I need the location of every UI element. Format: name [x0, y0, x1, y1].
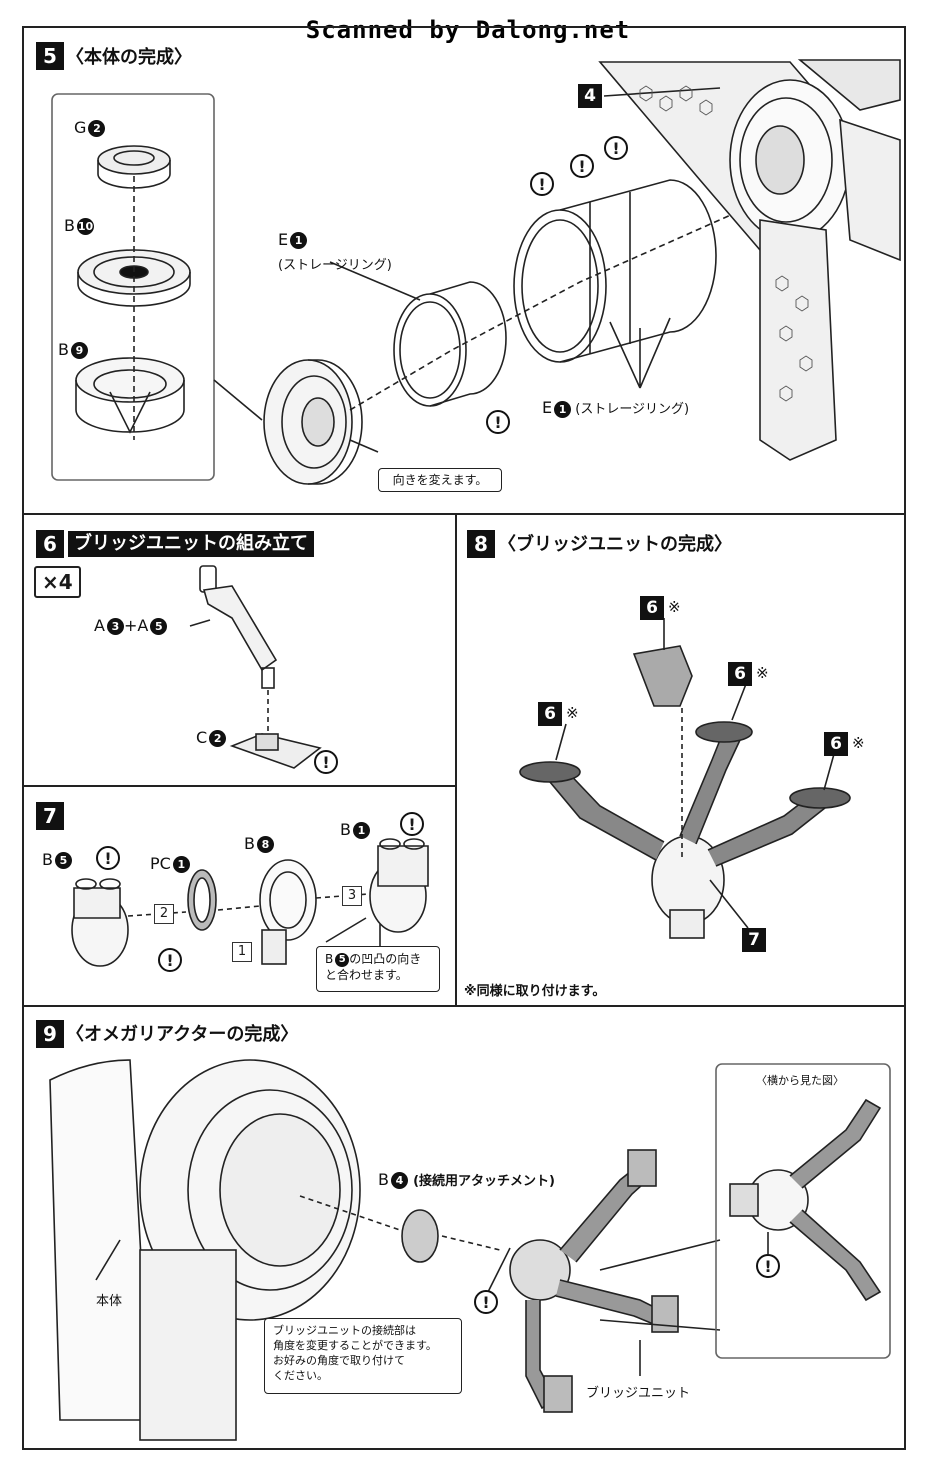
plus-part-letter: +A	[123, 616, 149, 635]
step8-number: 8	[467, 530, 495, 558]
part-letter: B	[64, 216, 75, 235]
part-letter: B	[244, 834, 255, 853]
part-letter: B	[378, 1170, 389, 1189]
part-number-badge: 10	[76, 218, 94, 235]
angle-adjust-note: ブリッジユニットの接続部は 角度を変更することができます。 お好みの角度で取り付…	[264, 1318, 462, 1394]
asterisk-mark: ※	[668, 598, 681, 616]
bridge-unit-label: ブリッジユニット	[586, 1386, 691, 1401]
part-number-badge: 1	[554, 401, 572, 418]
part-number-badge: 2	[209, 730, 227, 747]
warning-icon: !	[474, 1290, 498, 1314]
step8-title: 〈ブリッジユニットの完成〉	[498, 534, 732, 555]
part-letter: B	[340, 820, 351, 839]
warning-icon: !	[486, 410, 510, 434]
step6-title: ブリッジユニットの組み立て	[68, 531, 314, 557]
attachment-label: (接続用アタッチメント)	[413, 1174, 555, 1189]
step7-number: 7	[36, 802, 64, 830]
step6-ref-tag: 6	[824, 732, 848, 756]
step5-title: 〈本体の完成〉	[66, 47, 192, 68]
part-number-badge: 8	[256, 836, 274, 853]
part-number-badge: 1	[290, 232, 308, 249]
divider-row1	[22, 513, 906, 515]
part-number-badge: 3	[106, 618, 124, 635]
step6-ref-tag: 6	[728, 662, 752, 686]
part-number-badge: 5	[150, 618, 168, 635]
warning-icon: !	[604, 136, 628, 160]
side-view-label: 〈横から見た図〉	[756, 1074, 844, 1087]
order-box-1: 1	[232, 942, 252, 962]
angle-note-line2: 角度を変更することができます。	[273, 1339, 437, 1352]
part-letter: A	[94, 616, 105, 635]
same-attach-note: ※同様に取り付けます。	[464, 984, 606, 999]
storage-ring-label-bottom: (ストレージリング)	[575, 402, 690, 417]
divider-row2	[22, 1005, 906, 1007]
divider-6-7	[22, 785, 456, 787]
asterisk-mark: ※	[566, 704, 579, 722]
angle-note-line1: ブリッジユニットの接続部は	[273, 1324, 416, 1337]
part-letter: B	[325, 952, 334, 966]
step7-ref-tag: 7	[742, 928, 766, 952]
order-box-3: 3	[342, 886, 362, 906]
warning-icon: !	[158, 948, 182, 972]
storage-ring-label-top: (ストレージリング)	[278, 258, 392, 273]
part-letter: G	[74, 118, 87, 137]
angle-note-line3: お好みの角度で取り付けて	[273, 1354, 405, 1367]
part-number-badge: 5	[54, 852, 72, 869]
warning-icon: !	[96, 846, 120, 870]
step9-title: 〈オメガリアクターの完成〉	[66, 1024, 299, 1045]
step5-number: 5	[36, 42, 64, 70]
part-number-badge: 1	[352, 822, 370, 839]
page-frame	[22, 26, 906, 1450]
part-letter: E	[542, 398, 553, 417]
body-label: 本体	[96, 1294, 123, 1309]
part-letter: B	[58, 340, 69, 359]
step6-ref-tag: 6	[640, 596, 664, 620]
asterisk-mark: ※	[756, 664, 769, 682]
part-number-badge: 4	[390, 1172, 408, 1189]
part-number-badge: 1	[172, 856, 190, 873]
part-letter: C	[196, 728, 208, 747]
asterisk-mark: ※	[852, 734, 865, 752]
part-number-badge: 5	[335, 952, 350, 967]
alignment-note-line2: と合わせます。	[325, 968, 408, 982]
step9-number: 9	[36, 1020, 64, 1048]
turn-direction-note: 向きを変えます。	[378, 468, 502, 492]
warning-icon: !	[400, 812, 424, 836]
step6-number: 6	[36, 530, 64, 558]
angle-note-line4: ください。	[273, 1369, 328, 1382]
part-number-badge: 9	[70, 342, 88, 359]
step6-ref-tag: 6	[538, 702, 562, 726]
step4-ref-tag: 4	[578, 84, 602, 108]
divider-col	[455, 513, 457, 1006]
warning-icon: !	[570, 154, 594, 178]
part-letter: B	[42, 850, 53, 869]
watermark: Scanned by Dalong.net	[305, 16, 631, 44]
order-box-2: 2	[154, 904, 174, 924]
part-letter: PC	[150, 854, 171, 873]
alignment-note-text: の凹凸の向き	[349, 952, 422, 966]
part-letter: E	[278, 230, 289, 249]
warning-icon: !	[756, 1254, 780, 1278]
part-number-badge: 2	[88, 120, 106, 137]
warning-icon: !	[314, 750, 338, 774]
warning-icon: !	[530, 172, 554, 196]
quantity-multiplier: ×4	[34, 566, 81, 598]
